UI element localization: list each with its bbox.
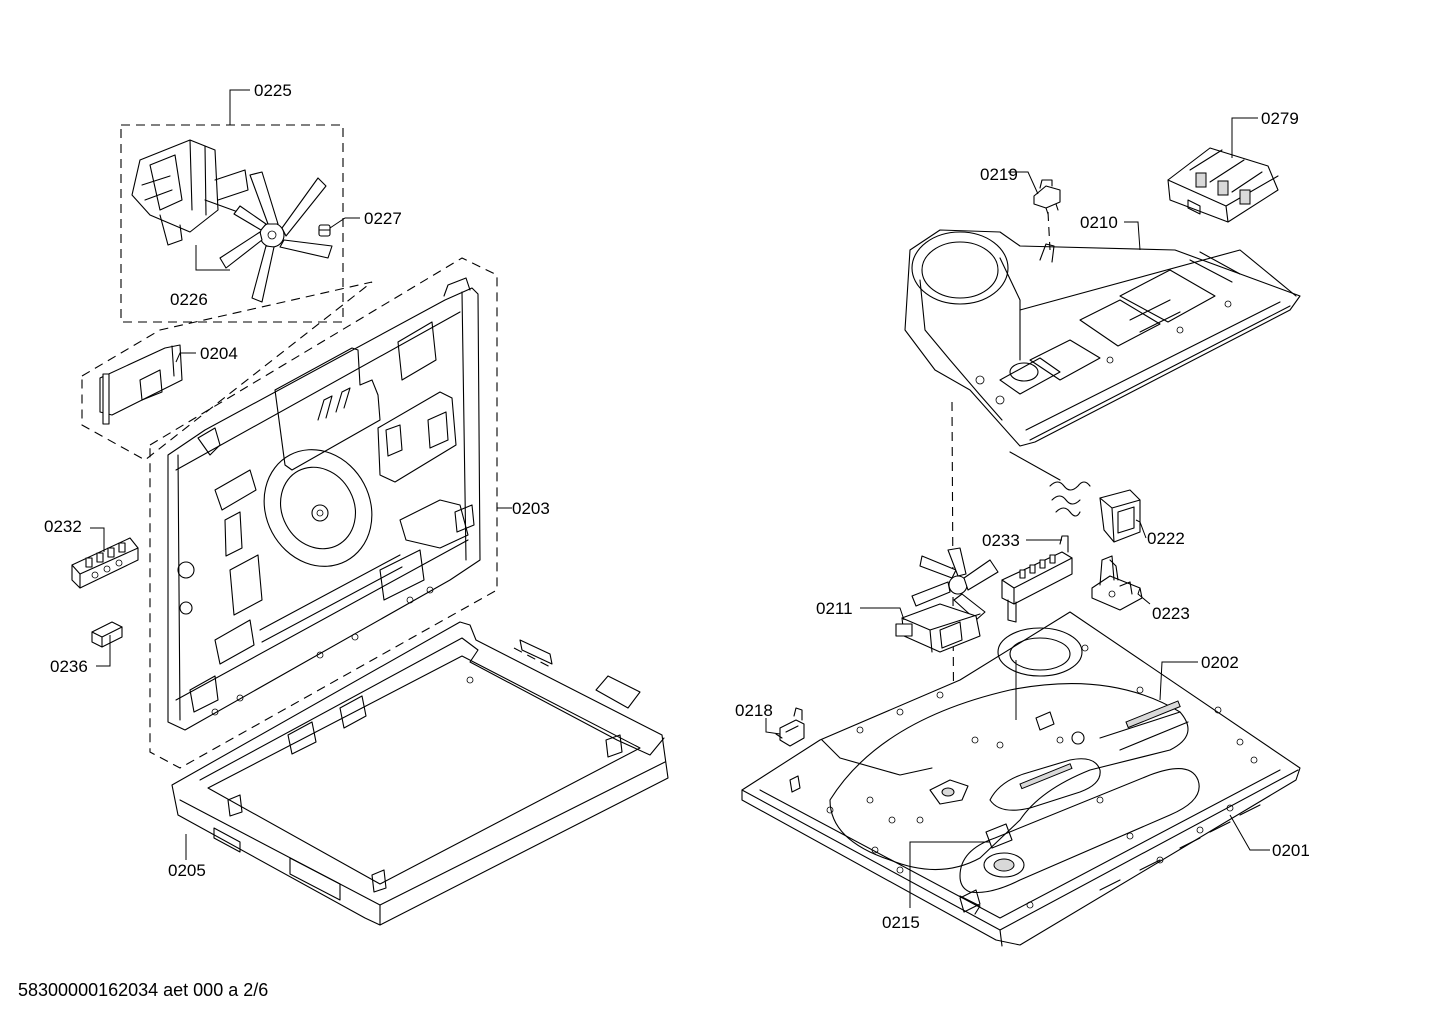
label-0219: 0219: [980, 165, 1018, 184]
leader-lines: [90, 89, 1270, 908]
terminal-block-0232: [71, 537, 139, 589]
label-0222: 0222: [1147, 529, 1185, 548]
rear-panel-0203: [149, 257, 498, 769]
switch-0219: [1033, 179, 1061, 215]
holder-0223: [1091, 555, 1143, 611]
bracket-0218: [775, 707, 805, 747]
label-0233: 0233: [982, 531, 1020, 550]
label-0211: 0211: [816, 599, 853, 618]
label-0202: 0202: [1201, 653, 1239, 672]
bottom-tray-0205: [171, 621, 669, 926]
bracket-0204: [81, 281, 373, 461]
document-footer-id: 58300000162034 aet 000 a 2/6: [18, 980, 269, 1000]
fan-motor-assembly-0225: [120, 124, 344, 323]
terminal-strip-0233: [1001, 535, 1073, 623]
label-0215: 0215: [882, 913, 920, 932]
label-0210: 0210: [1080, 213, 1118, 232]
alignment-line-0219: [1047, 211, 1051, 251]
label-0227: 0227: [364, 209, 402, 228]
label-0203: 0203: [512, 499, 550, 518]
switch-module-0279: [1167, 147, 1279, 223]
part-labels: 0225 0227 0226 0204 0203 0232 0236 0205 …: [44, 81, 1310, 932]
fan-blade-0226: [219, 171, 333, 303]
label-0223: 0223: [1152, 604, 1190, 623]
label-0205: 0205: [168, 861, 206, 880]
label-0226: 0226: [170, 290, 208, 309]
cooling-fan-0211: [895, 547, 999, 653]
label-0225: 0225: [254, 81, 292, 100]
label-0236: 0236: [50, 657, 88, 676]
label-0201: 0201: [1272, 841, 1310, 860]
label-0279: 0279: [1261, 109, 1299, 128]
nut-0227: [318, 224, 331, 237]
sensor-0222: [1009, 451, 1141, 543]
label-0232: 0232: [44, 517, 82, 536]
cover-0210: [904, 229, 1301, 447]
label-0204: 0204: [200, 344, 238, 363]
label-0218: 0218: [735, 701, 773, 720]
clip-0236: [91, 621, 123, 648]
